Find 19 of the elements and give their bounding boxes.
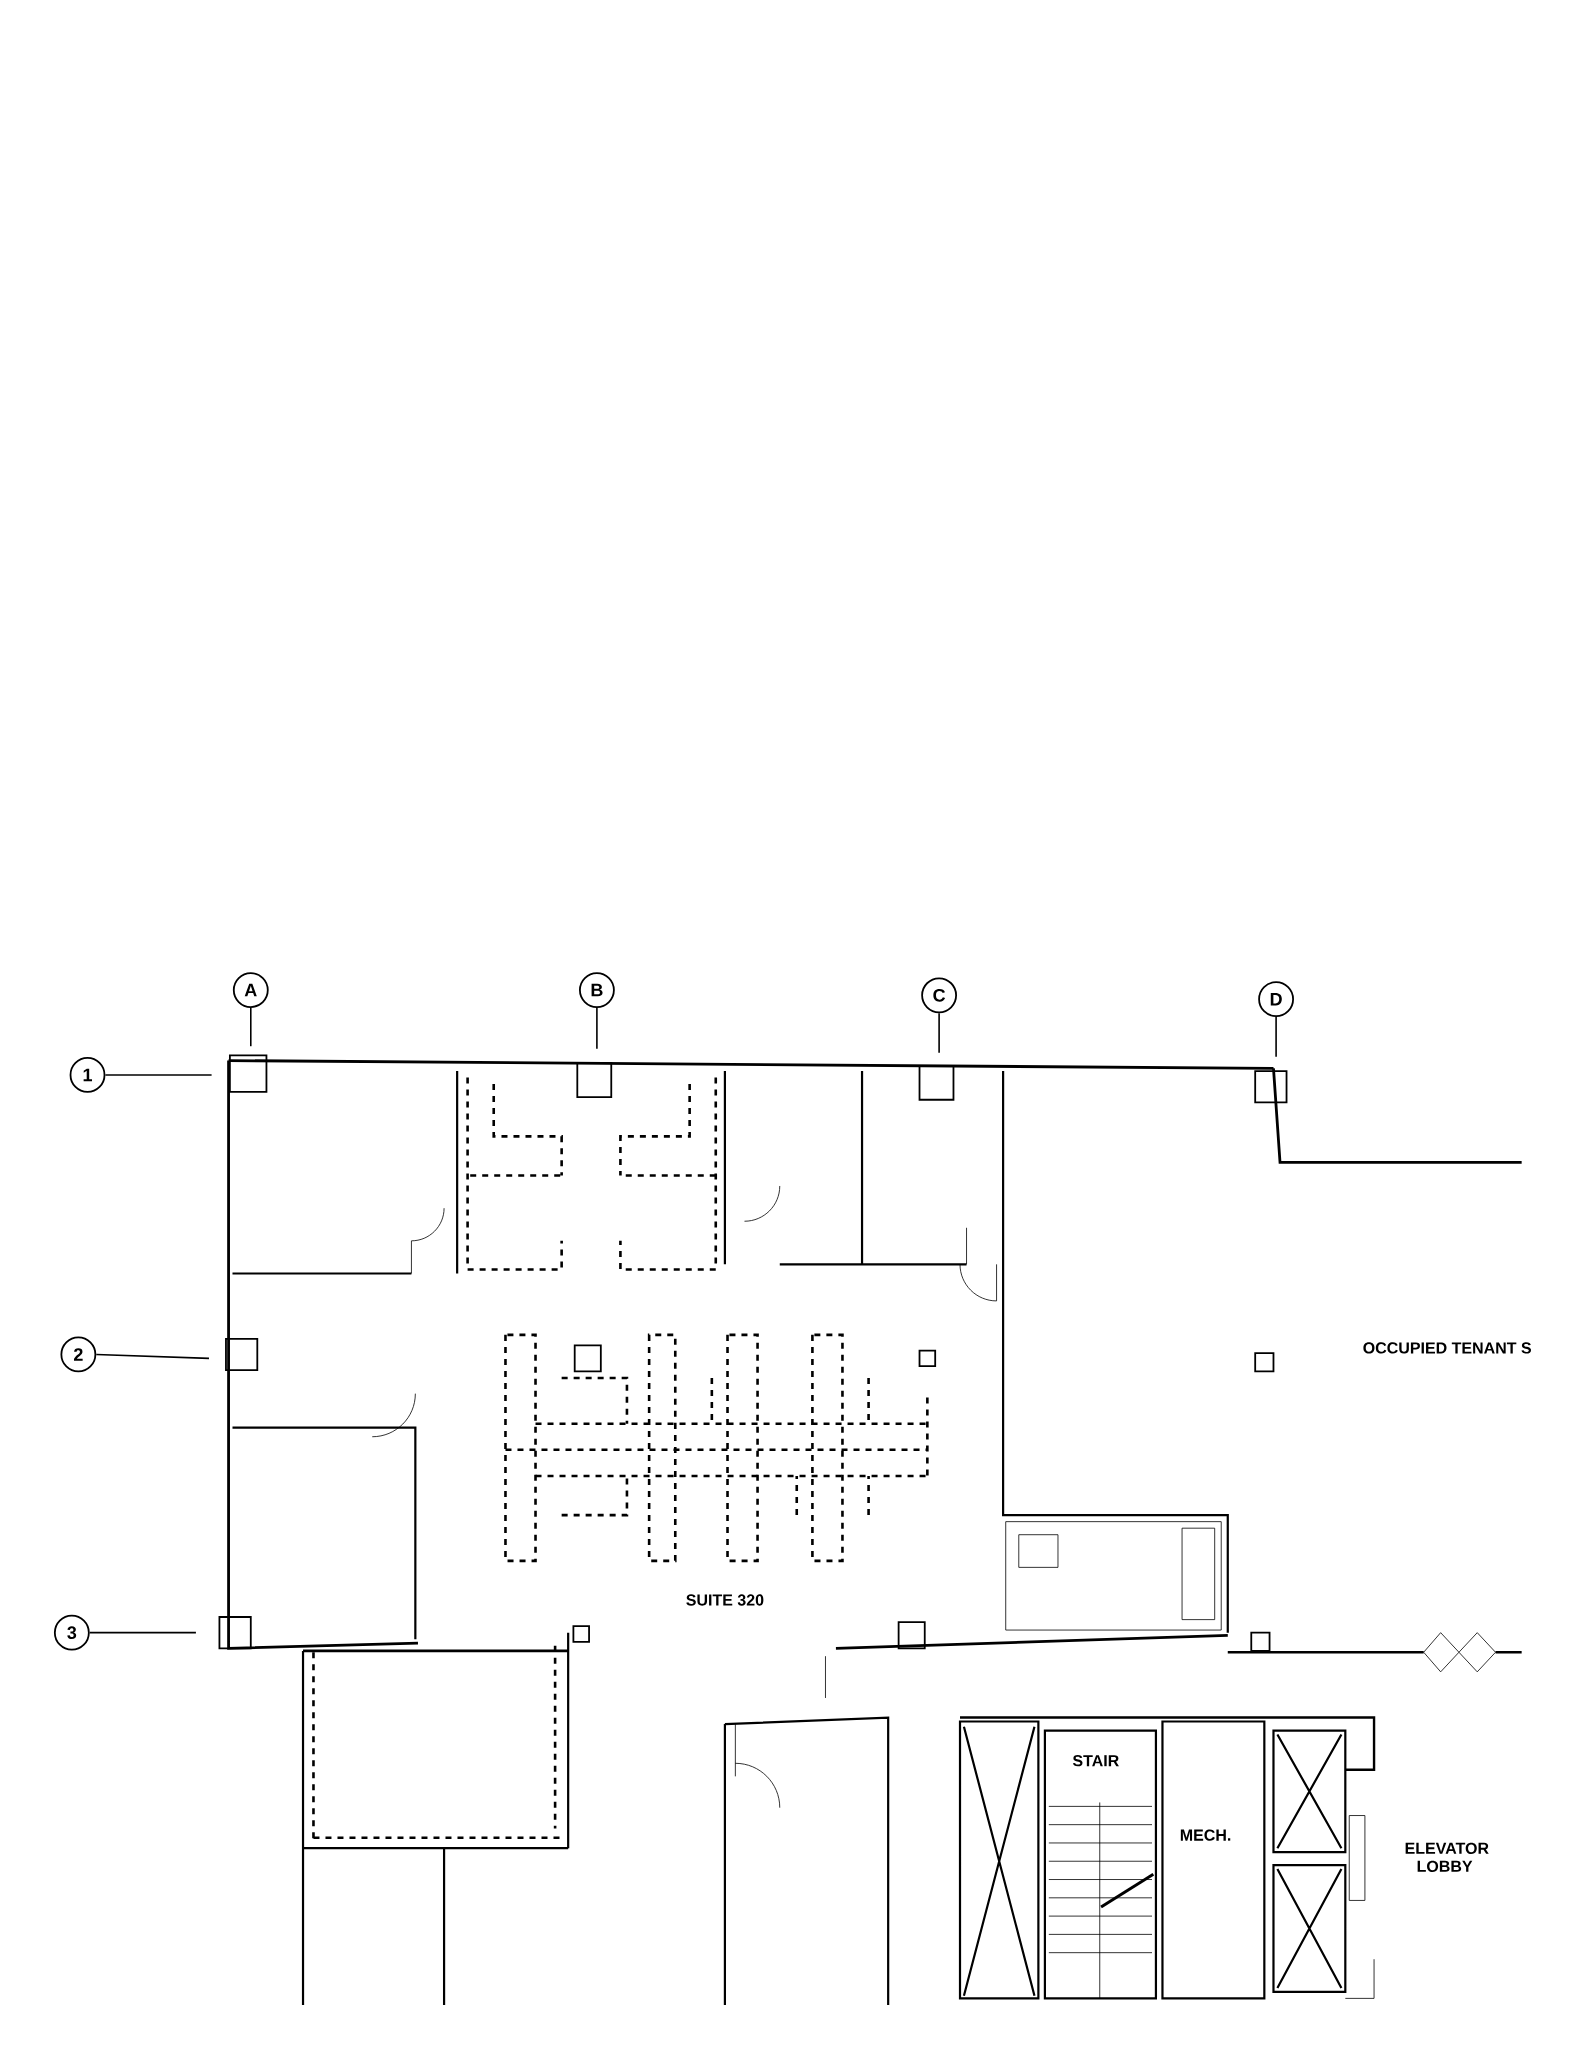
room-label: ELEVATOR LOBBY <box>1405 1842 1489 1872</box>
leader-line <box>938 1012 940 1054</box>
leader-line <box>88 1631 197 1634</box>
grid-bubble: B <box>579 972 615 1008</box>
grid-bubble: D <box>1258 981 1294 1018</box>
leader-line <box>95 1353 210 1360</box>
leader-line <box>596 1007 598 1050</box>
room-label: MECH. <box>1180 1829 1231 1841</box>
grid-bubble: 2 <box>60 1336 97 1373</box>
grid-bubble: A <box>232 972 269 1008</box>
grid-bubble: 3 <box>53 1614 90 1651</box>
leader-line <box>104 1074 213 1076</box>
grid-bubble: C <box>921 977 957 1014</box>
room-label: OCCUPIED TENANT S <box>1363 1342 1531 1354</box>
leader-line <box>250 1007 252 1047</box>
room-label: SUITE 320 <box>686 1594 764 1606</box>
grid-bubble: 1 <box>69 1057 106 1093</box>
room-label: STAIR <box>1072 1755 1119 1767</box>
leader-line <box>1275 1016 1277 1058</box>
